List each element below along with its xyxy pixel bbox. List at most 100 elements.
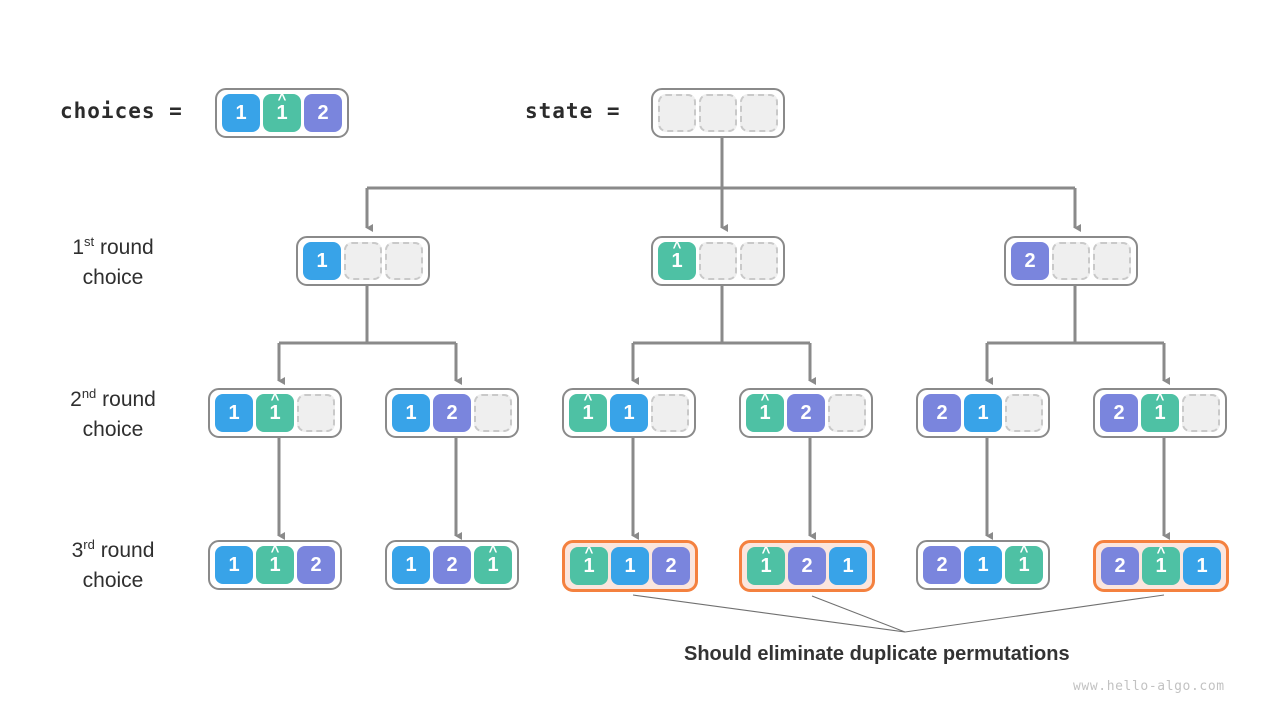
cell-value-1-duplicate: 1 bbox=[747, 547, 785, 585]
cell-empty bbox=[297, 394, 335, 432]
cell-value-2: 2 bbox=[652, 547, 690, 585]
hat-one-glyph: 1 bbox=[671, 251, 682, 271]
cell-value-2: 2 bbox=[787, 394, 825, 432]
row-2-main: round bbox=[102, 388, 156, 411]
hat-one-glyph: 1 bbox=[582, 403, 593, 423]
cell-value-1-duplicate: 1 bbox=[658, 242, 696, 280]
cell-empty bbox=[658, 94, 696, 132]
cell-value-1: 1 bbox=[215, 394, 253, 432]
cell-empty bbox=[1005, 394, 1043, 432]
row-2-sup: nd bbox=[81, 386, 97, 401]
cell-value-1: 1 bbox=[392, 394, 430, 432]
state-label: state = bbox=[525, 99, 621, 123]
cell-empty bbox=[474, 394, 512, 432]
row-3-ordinal: 3 bbox=[71, 539, 84, 562]
level-3-node-3-duplicate: 112 bbox=[562, 540, 698, 592]
level-2-node-1: 11 bbox=[208, 388, 342, 438]
caption-text: Should eliminate duplicate permutations bbox=[684, 643, 1070, 665]
row-label-round-2: 2nd round choice bbox=[18, 385, 208, 446]
level-3-node-2: 121 bbox=[385, 540, 519, 590]
row-1-sub: choice bbox=[82, 266, 144, 290]
level-2-node-6: 21 bbox=[1093, 388, 1227, 438]
level-3-node-6-duplicate: 211 bbox=[1093, 540, 1229, 592]
hat-one-glyph: 1 bbox=[759, 403, 770, 423]
hat-one-glyph: 1 bbox=[269, 403, 280, 423]
cell-value-1-duplicate: 1 bbox=[746, 394, 784, 432]
cell-value-1-duplicate: 1 bbox=[263, 94, 301, 132]
cell-value-1-duplicate: 1 bbox=[256, 546, 294, 584]
cell-value-2: 2 bbox=[923, 546, 961, 584]
hat-one-glyph: 1 bbox=[487, 555, 498, 575]
cell-value-1-duplicate: 1 bbox=[1141, 394, 1179, 432]
level-1-node-3: 2 bbox=[1004, 236, 1138, 286]
row-2-ordinal: 2 bbox=[70, 388, 82, 411]
cell-value-1: 1 bbox=[610, 394, 648, 432]
choices-label: choices = bbox=[60, 99, 183, 123]
cell-value-1: 1 bbox=[303, 242, 341, 280]
row-3-sup: rd bbox=[83, 537, 95, 552]
cell-value-1: 1 bbox=[392, 546, 430, 584]
cell-value-1-duplicate: 1 bbox=[1142, 547, 1180, 585]
cell-value-1-duplicate: 1 bbox=[569, 394, 607, 432]
cell-empty bbox=[1052, 242, 1090, 280]
row-1-sup: st bbox=[84, 234, 95, 249]
cell-value-1-duplicate: 1 bbox=[474, 546, 512, 584]
cell-value-1: 1 bbox=[215, 546, 253, 584]
cell-empty bbox=[385, 242, 423, 280]
row-1-ordinal: 1 bbox=[72, 236, 84, 259]
cell-empty bbox=[699, 242, 737, 280]
row-1-main: round bbox=[99, 236, 154, 259]
level-1-node-2: 1 bbox=[651, 236, 785, 286]
level-3-node-5: 211 bbox=[916, 540, 1050, 590]
choices-array: 112 bbox=[215, 88, 349, 138]
cell-value-2: 2 bbox=[433, 394, 471, 432]
cell-empty bbox=[740, 94, 778, 132]
hat-one-glyph: 1 bbox=[276, 103, 287, 123]
cell-value-1-duplicate: 1 bbox=[570, 547, 608, 585]
cell-value-1: 1 bbox=[222, 94, 260, 132]
level-1-node-1: 1 bbox=[296, 236, 430, 286]
cell-empty bbox=[1093, 242, 1131, 280]
cell-value-2: 2 bbox=[304, 94, 342, 132]
state-array bbox=[651, 88, 785, 138]
cell-value-1-duplicate: 1 bbox=[1005, 546, 1043, 584]
cell-value-1: 1 bbox=[964, 394, 1002, 432]
cell-value-2: 2 bbox=[788, 547, 826, 585]
row-3-main: round bbox=[100, 539, 155, 562]
cell-value-1: 1 bbox=[964, 546, 1002, 584]
hat-one-glyph: 1 bbox=[1154, 403, 1165, 423]
cell-value-1: 1 bbox=[829, 547, 867, 585]
cell-empty bbox=[651, 394, 689, 432]
row-label-round-3: 3rd round choice bbox=[18, 536, 208, 597]
hat-one-glyph: 1 bbox=[269, 555, 280, 575]
cell-empty bbox=[828, 394, 866, 432]
cell-value-2: 2 bbox=[1101, 547, 1139, 585]
level-2-node-3: 11 bbox=[562, 388, 696, 438]
hat-one-glyph: 1 bbox=[760, 556, 771, 576]
cell-empty bbox=[740, 242, 778, 280]
row-3-sub: choice bbox=[82, 569, 144, 593]
hat-one-glyph: 1 bbox=[1155, 556, 1166, 576]
cell-empty bbox=[1182, 394, 1220, 432]
hat-one-glyph: 1 bbox=[583, 556, 594, 576]
row-2-sub: choice bbox=[82, 418, 144, 442]
cell-value-2: 2 bbox=[433, 546, 471, 584]
cell-empty bbox=[344, 242, 382, 280]
cell-value-1-duplicate: 1 bbox=[256, 394, 294, 432]
cell-empty bbox=[699, 94, 737, 132]
row-label-round-1: 1st round choice bbox=[18, 233, 208, 294]
cell-value-1: 1 bbox=[611, 547, 649, 585]
cell-value-2: 2 bbox=[923, 394, 961, 432]
hat-one-glyph: 1 bbox=[1018, 555, 1029, 575]
cell-value-2: 2 bbox=[1100, 394, 1138, 432]
cell-value-2: 2 bbox=[1011, 242, 1049, 280]
cell-value-2: 2 bbox=[297, 546, 335, 584]
cell-value-1: 1 bbox=[1183, 547, 1221, 585]
watermark: www.hello-algo.com bbox=[1073, 679, 1225, 694]
level-3-node-4-duplicate: 121 bbox=[739, 540, 875, 592]
level-2-node-4: 12 bbox=[739, 388, 873, 438]
